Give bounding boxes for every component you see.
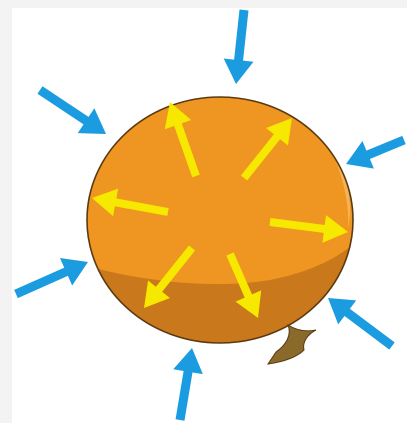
external-arrow-top-right-arrow-inward-icon bbox=[346, 140, 404, 169]
external-arrow-top-left-arrow-inward-icon-shaft bbox=[40, 90, 88, 122]
external-arrow-bottom-right-arrow-inward-icon-shaft bbox=[346, 311, 392, 346]
external-arrow-bottom-arrow-inward-icon-shaft bbox=[180, 370, 188, 420]
external-arrow-top-left-arrow-inward-icon bbox=[40, 90, 106, 134]
external-arrow-bottom-arrow-inward-icon-head bbox=[173, 348, 203, 374]
external-arrow-left-arrow-inward-icon-shaft bbox=[16, 271, 68, 294]
external-arrow-top-arrow-inward-icon bbox=[224, 10, 254, 84]
external-arrow-bottom-right-arrow-inward-icon bbox=[328, 298, 392, 346]
external-arrow-left-arrow-inward-icon bbox=[16, 258, 88, 294]
external-arrow-top-arrow-inward-icon-shaft bbox=[238, 10, 244, 62]
external-arrow-top-right-arrow-inward-icon-shaft bbox=[366, 140, 404, 156]
external-arrow-top-arrow-inward-icon-head bbox=[224, 59, 254, 84]
external-arrow-bottom-arrow-inward-icon bbox=[173, 348, 203, 420]
